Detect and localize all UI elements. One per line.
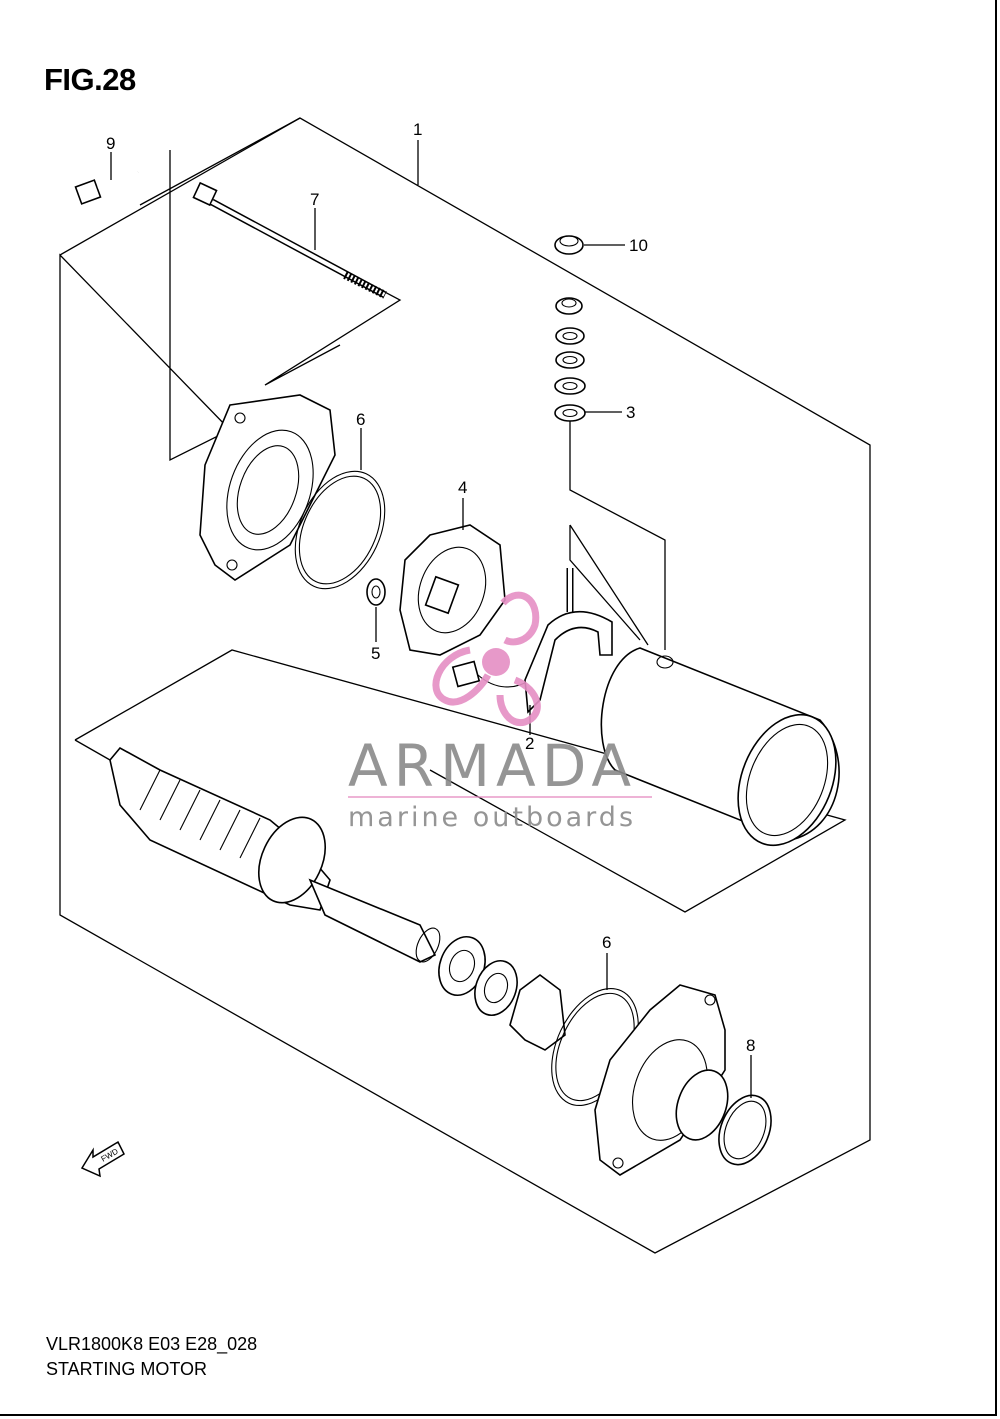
nut-part-10 bbox=[554, 235, 584, 255]
callout-5: 5 bbox=[371, 644, 380, 663]
callout-6-bottom: 6 bbox=[602, 933, 611, 952]
callout-3: 3 bbox=[626, 403, 635, 422]
yoke-lead bbox=[569, 525, 641, 641]
yoke-lead-2 bbox=[569, 524, 649, 646]
callout-2: 2 bbox=[525, 734, 534, 753]
o-ring-top-inner bbox=[298, 475, 382, 585]
watermark-logo-icon bbox=[432, 591, 541, 727]
armature-box bbox=[74, 649, 847, 913]
armature-box-left bbox=[74, 739, 111, 761]
callout-9: 9 bbox=[106, 134, 115, 153]
armature bbox=[109, 746, 441, 963]
callout-7: 7 bbox=[310, 190, 319, 209]
o-ring-part-8 bbox=[718, 1094, 772, 1166]
callout-4: 4 bbox=[458, 478, 467, 497]
callout-1: 1 bbox=[413, 120, 422, 139]
assembly-boundary bbox=[59, 117, 871, 1254]
armature-washers bbox=[438, 936, 566, 1051]
watermark-brand: ARMADA bbox=[348, 732, 637, 800]
figure-name: STARTING MOTOR bbox=[46, 1359, 208, 1379]
terminal-assembly bbox=[524, 568, 613, 714]
callout-6-top: 6 bbox=[356, 410, 365, 429]
watermark-tagline: marine outboards bbox=[348, 802, 636, 833]
watermark: ARMADA marine outboards bbox=[348, 591, 652, 833]
callout-10: 10 bbox=[629, 236, 648, 255]
assembly-boundary-inner bbox=[59, 117, 301, 256]
fwd-arrow-icon: FWD bbox=[80, 1140, 125, 1178]
motor-yoke bbox=[600, 647, 840, 847]
bolt-box bbox=[209, 199, 402, 386]
model-code: VLR1800K8 E03 E28_028 bbox=[46, 1334, 258, 1354]
figure-title: FIG.28 bbox=[44, 62, 136, 97]
brush-holder-part-4 bbox=[399, 524, 506, 656]
rear-cover bbox=[199, 394, 336, 581]
o-ring-top bbox=[294, 470, 386, 590]
front-cover bbox=[594, 984, 729, 1176]
brush-box bbox=[569, 410, 666, 650]
o-ring-part-8-inner bbox=[723, 1100, 767, 1160]
callout-8: 8 bbox=[746, 1036, 755, 1055]
bolt-part-9 bbox=[74, 170, 139, 205]
bushing-part-5 bbox=[366, 578, 386, 606]
long-bolt-part-7 bbox=[192, 181, 387, 299]
washer-stack-part-3 bbox=[554, 297, 586, 422]
